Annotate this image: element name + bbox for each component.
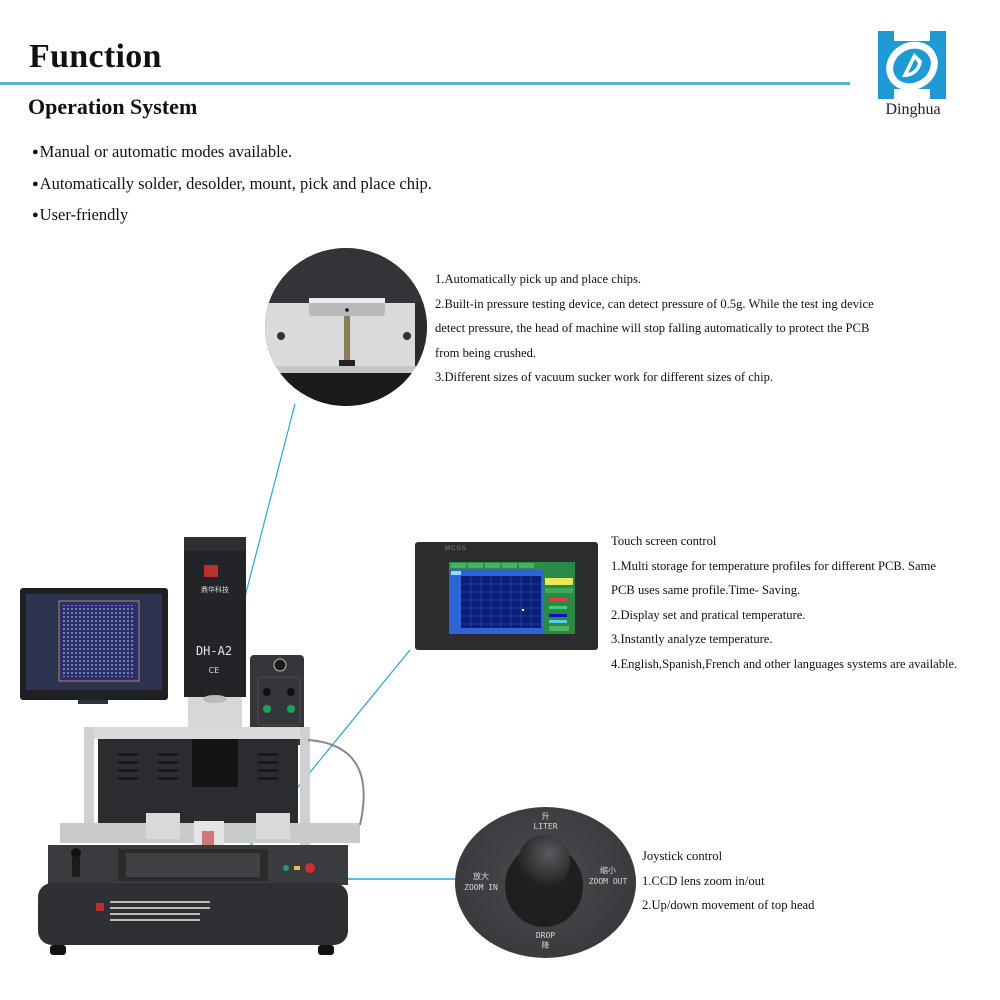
touch-screen-closeup-image: MCGS [415, 542, 598, 650]
brand-name: Dinghua [885, 101, 941, 118]
dinghua-logo-icon [878, 31, 946, 99]
callout-line: detect pressure, the head of machine wil… [435, 321, 870, 335]
joystick-down-label: DROP [535, 931, 556, 940]
joystick-right-label-cn: 缩小 [600, 866, 616, 875]
joystick-left-label-cn: 放大 [473, 872, 489, 881]
callout-line: 1.Multi storage for temperature profiles… [611, 558, 937, 573]
joystick-up-label-cn: 升 [541, 812, 550, 821]
page-title: Function [29, 38, 162, 75]
callout-line: 3.Different sizes of vacuum sucker work … [435, 370, 774, 384]
joystick-left-label: ZOOM IN [464, 883, 498, 892]
joystick-closeup-image: 升 LITER 放大 ZOOM IN 缩小 ZOOM OUT DROP 降 [455, 807, 636, 958]
feature-item: User-friendly [32, 204, 432, 236]
callout-line: 3.Instantly analyze temperature. [611, 632, 773, 646]
bga-rework-station-image: 鼎华科技 DH-A2 CE [18, 535, 380, 965]
callout-heading: Touch screen control [611, 534, 717, 548]
header-divider [0, 82, 850, 85]
section-title: Operation System [28, 94, 198, 119]
joystick-callout-text: Joystick control 1.CCD lens zoom in/out … [642, 844, 814, 918]
machine-brand-cn: 鼎华科技 [201, 585, 229, 594]
callout-line: 4.English,Spanish,French and other langu… [611, 656, 958, 671]
callout-line: from being crushed. [435, 345, 537, 360]
joystick-knob [518, 835, 570, 889]
pickup-nozzle-closeup-image [265, 248, 427, 406]
callout-line: 2.Built-in pressure testing device, can … [435, 296, 874, 311]
callout-line: 1.Automatically pick up and place chips. [435, 272, 641, 286]
brand-logo-icon [204, 565, 218, 577]
joystick-right-label: ZOOM OUT [588, 877, 628, 886]
feature-item: Automatically solder, desolder, mount, p… [32, 173, 432, 205]
ce-mark: CE [209, 666, 220, 675]
callout-line: 2.Display set and pratical temperature. [611, 607, 806, 622]
callout-line: PCB uses same profile.Time- Saving. [611, 583, 801, 597]
feature-list: Manual or automatic modes available. Aut… [32, 141, 432, 236]
pickup-callout-text: 1.Automatically pick up and place chips.… [435, 267, 874, 390]
joystick-down-label-cn: 降 [541, 941, 550, 950]
screen-brand: MCGS [445, 545, 467, 552]
feature-item: Manual or automatic modes available. [32, 141, 432, 173]
callout-line: 2.Up/down movement of top head [642, 898, 815, 912]
callout-line: 1.CCD lens zoom in/out [642, 873, 765, 888]
machine-model: DH-A2 [196, 644, 232, 658]
joystick-up-label: LITER [533, 822, 558, 831]
touch-screen-callout-text: Touch screen control 1.Multi storage for… [611, 529, 957, 676]
callout-heading: Joystick control [642, 849, 723, 863]
